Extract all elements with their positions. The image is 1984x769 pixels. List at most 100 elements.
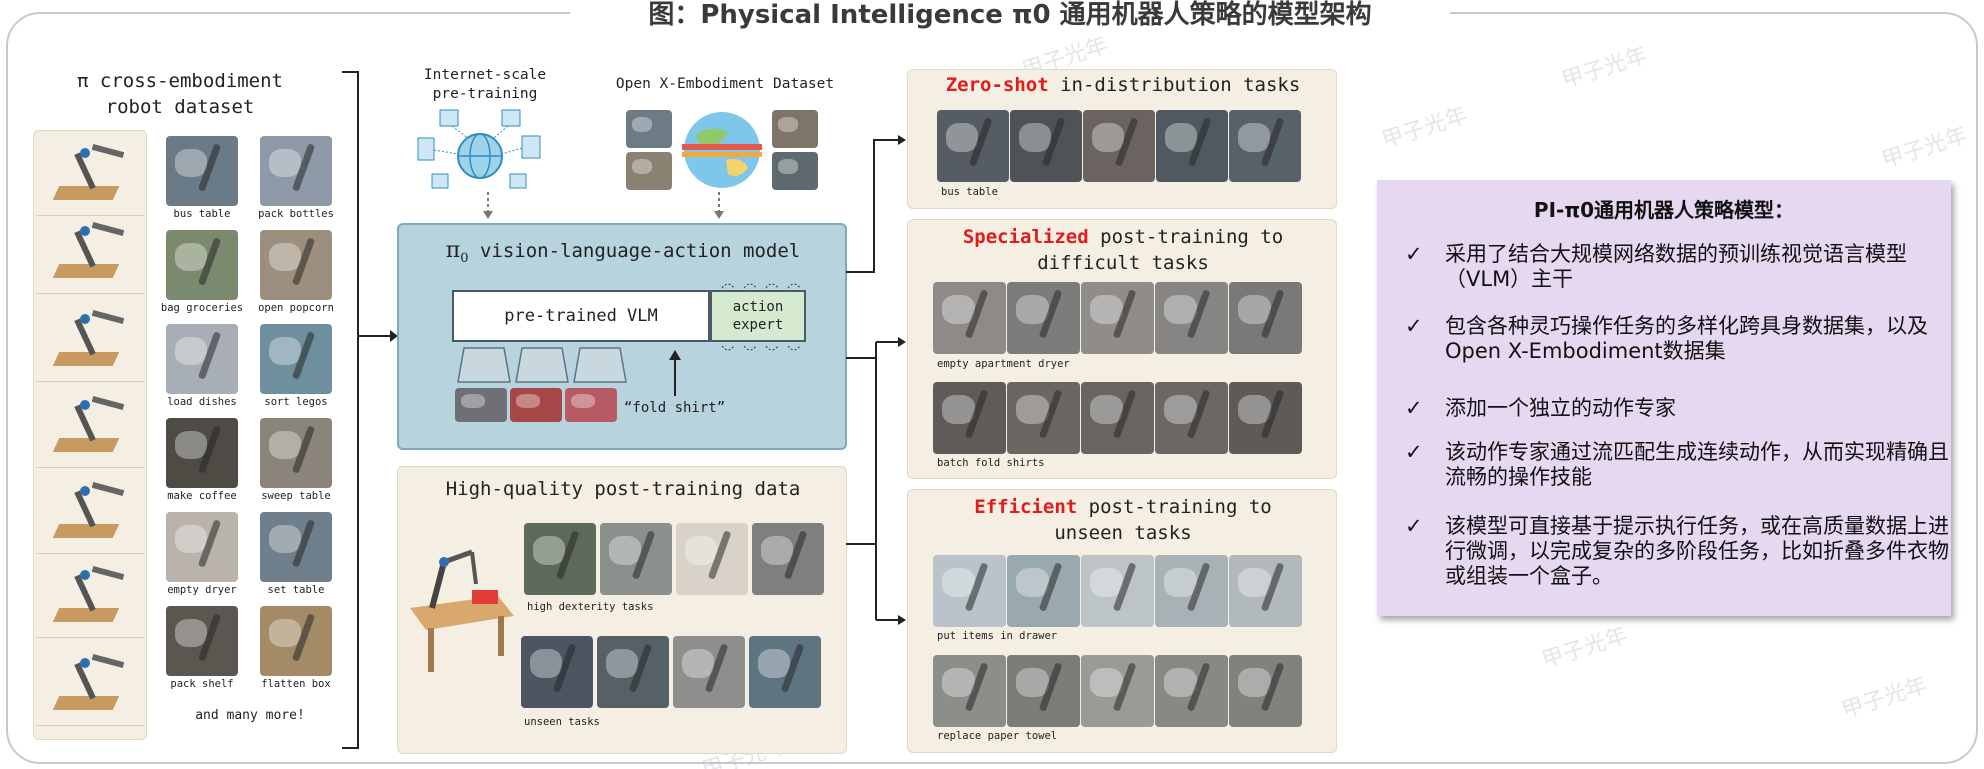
- task-photo: [1229, 110, 1301, 182]
- efficient-heading: Efficient post-training to unseen tasks: [910, 494, 1336, 546]
- check-icon: ✓: [1405, 242, 1423, 266]
- zeroshot-heading: Zero-shot in-distribution tasks: [910, 74, 1336, 96]
- action-expert-box: action expert: [710, 290, 806, 342]
- task-label: sort legos: [264, 396, 328, 408]
- robot-embodiment-illustration: [36, 476, 144, 554]
- prompt-arrow-icon: [669, 350, 681, 396]
- task-photo: [260, 136, 332, 206]
- task-photo: [1007, 655, 1080, 727]
- dataset-bracket: [342, 71, 398, 749]
- earth-globe-icon: [682, 112, 762, 188]
- task-photo: [1229, 282, 1302, 354]
- robot-strip: [33, 130, 147, 740]
- check-icon: ✓: [1405, 514, 1423, 538]
- specialized-rest2: difficult tasks: [1037, 252, 1209, 274]
- task-photo: [749, 636, 821, 708]
- task-photo: [1081, 555, 1154, 627]
- openx-thumb: [626, 152, 672, 190]
- task-photo: [1155, 382, 1228, 454]
- task-label: bag groceries: [160, 302, 244, 314]
- task-photo: [933, 282, 1006, 354]
- task-photo: [260, 606, 332, 676]
- zeroshot-rest: in-distribution tasks: [1048, 74, 1301, 96]
- task-photo: [260, 230, 332, 300]
- task-photo: [1083, 110, 1155, 182]
- robot-embodiment-illustration: [36, 390, 144, 468]
- task-label: bus table: [173, 208, 231, 220]
- robot-embodiment-illustration: [36, 648, 144, 726]
- robot-embodiment-illustration: [36, 560, 144, 638]
- camera-view-thumb: [455, 388, 507, 422]
- task-photo: [673, 636, 745, 708]
- openx-arrow-icon: [714, 192, 724, 219]
- task-label: flatten box: [261, 678, 331, 690]
- vla-model-title: vision-language-action model: [479, 240, 801, 262]
- task-photo: [1229, 555, 1302, 627]
- task-photo: [1155, 655, 1228, 727]
- vla-model-heading: π0 vision-language-action model: [400, 238, 846, 266]
- efficient-caption-2: replace paper towel: [937, 730, 1058, 742]
- zeroshot-caption: bus table: [941, 186, 998, 198]
- task-photo: [937, 110, 1009, 182]
- summary-bullet-text: 该模型可直接基于提示执行任务，或在高质量数据上进行微调，以完成复杂的多阶段任务，…: [1445, 514, 1949, 588]
- specialized-rest1: post-training to: [1088, 226, 1284, 248]
- dataset-heading-line2: robot dataset: [105, 96, 255, 118]
- robot-embodiment-illustration: [36, 138, 144, 216]
- task-photo: [1081, 655, 1154, 727]
- task-photo: [524, 523, 596, 595]
- check-icon: ✓: [1405, 314, 1423, 338]
- openx-thumb: [772, 110, 818, 148]
- task-photo: [260, 324, 332, 394]
- task-photo: [166, 512, 238, 582]
- task-photo: [166, 324, 238, 394]
- robot-embodiment-illustration: [36, 216, 144, 294]
- specialized-caption-1: empty apartment dryer: [937, 358, 1070, 370]
- vision-encoders: [457, 347, 627, 383]
- task-photo: [166, 136, 238, 206]
- summary-bullet-text: 包含各种灵巧操作任务的多样化跨具身数据集，以及Open X-Embodiment…: [1445, 314, 1928, 363]
- camera-view-thumb: [565, 388, 617, 422]
- model-to-zeroshot-arrow: [846, 135, 906, 273]
- task-photo: [166, 606, 238, 676]
- task-photo: [1010, 110, 1082, 182]
- task-photo: [1155, 282, 1228, 354]
- task-photo: [600, 523, 672, 595]
- check-icon: ✓: [1405, 440, 1423, 464]
- dataset-heading: π cross-embodiment robot dataset: [40, 68, 320, 120]
- dataset-heading-line1: π cross-embodiment: [77, 70, 283, 92]
- posttraining-heading: High-quality post-training data: [445, 478, 801, 500]
- efficient-highlight: Efficient: [974, 496, 1078, 518]
- task-photo: [933, 555, 1006, 627]
- efficient-rest2: unseen tasks: [1054, 522, 1192, 544]
- page-title: 图：Physical Intelligence π0 通用机器人策略的模型架构: [570, 0, 1450, 31]
- task-label: load dishes: [167, 396, 237, 408]
- task-photo: [166, 418, 238, 488]
- task-label: pack shelf: [170, 678, 234, 690]
- efficient-rest1: post-training to: [1077, 496, 1272, 518]
- task-photo: [933, 382, 1006, 454]
- summary-panel: PI-π0通用机器人策略模型： ✓采用了结合大规模网络数据的预训练视觉语言模型（…: [1377, 180, 1951, 616]
- task-photo: [1081, 382, 1154, 454]
- summary-bullet-text: 该动作专家通过流匹配生成连续动作，从而实现精确且流畅的操作技能: [1445, 440, 1949, 489]
- camera-view-thumb: [510, 388, 562, 422]
- specialized-heading: Specialized post-training to difficult t…: [910, 224, 1336, 276]
- task-label: open popcorn: [258, 302, 334, 314]
- posttraining-arrows: [846, 337, 906, 625]
- high-dexterity-label: high dexterity tasks: [527, 601, 654, 613]
- globe-network-icon: [417, 109, 541, 189]
- task-photo: [260, 512, 332, 582]
- pretrained-vlm-box: pre-trained VLM: [452, 290, 710, 342]
- summary-title: PI-π0通用机器人策略模型：: [1533, 198, 1795, 222]
- task-label: set table: [267, 584, 325, 596]
- task-label: empty dryer: [167, 584, 237, 596]
- task-photo: [1229, 382, 1302, 454]
- task-photo: [260, 418, 332, 488]
- internet-line2: pre-training: [432, 86, 538, 102]
- task-photo: [1229, 655, 1302, 727]
- task-photo: [1007, 382, 1080, 454]
- zeroshot-highlight: Zero-shot: [945, 74, 1049, 96]
- task-photo: [597, 636, 669, 708]
- pi-symbol: π: [445, 238, 461, 263]
- prompt-text: “fold shirt”: [624, 400, 726, 416]
- unseen-tasks-label: unseen tasks: [524, 716, 600, 728]
